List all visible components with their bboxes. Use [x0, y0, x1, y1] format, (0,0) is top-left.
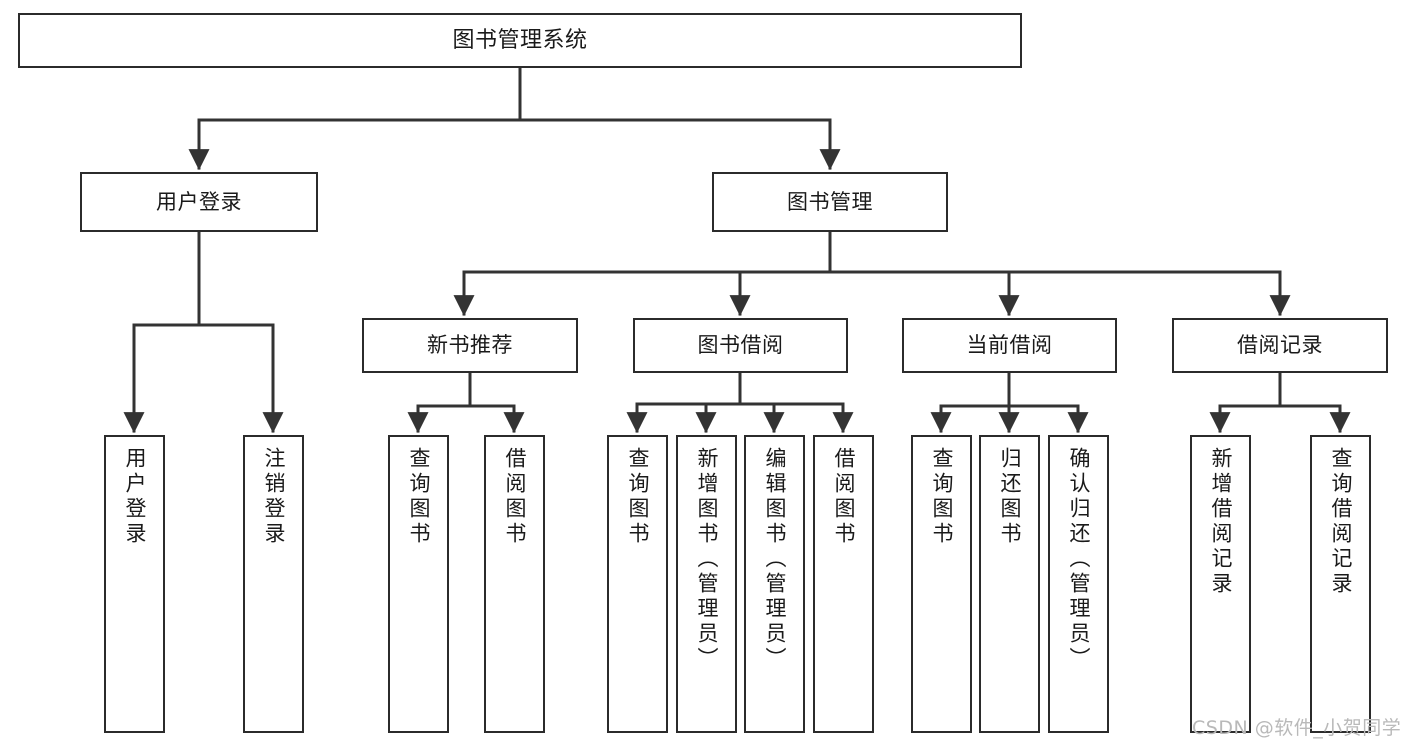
node-book-management-label: 图书管理 [787, 189, 873, 214]
node-book-management[interactable]: 图书管理 [712, 172, 948, 232]
leaf-book-borrow-edit[interactable]: 编辑图书（管理员） [744, 435, 805, 733]
leaf-current-borrow-query-label: 查询图书 [930, 447, 954, 547]
node-new-book-recommend[interactable]: 新书推荐 [362, 318, 578, 373]
leaf-borrow-record-add[interactable]: 新增借阅记录 [1190, 435, 1251, 733]
leaf-current-borrow-return-label: 归还图书 [998, 447, 1022, 547]
leaf-user-login-logout-label: 注销登录 [262, 447, 286, 547]
node-borrow-record[interactable]: 借阅记录 [1172, 318, 1388, 373]
node-user-login-label: 用户登录 [156, 189, 242, 214]
leaf-book-borrow-add-label: 新增图书（管理员） [695, 447, 719, 672]
node-root-system-label: 图书管理系统 [452, 27, 588, 53]
node-book-borrow-label: 图书借阅 [697, 333, 784, 358]
leaf-book-borrow-query[interactable]: 查询图书 [607, 435, 668, 733]
leaf-book-borrow-borrow[interactable]: 借阅图书 [813, 435, 874, 733]
leaf-user-login-logout[interactable]: 注销登录 [243, 435, 304, 733]
leaf-new-book-query[interactable]: 查询图书 [388, 435, 449, 733]
leaf-new-book-borrow-label: 借阅图书 [503, 447, 527, 547]
leaf-borrow-record-query-label: 查询借阅记录 [1329, 447, 1353, 597]
leaf-borrow-record-add-label: 新增借阅记录 [1209, 447, 1233, 597]
leaf-borrow-record-query[interactable]: 查询借阅记录 [1310, 435, 1371, 733]
leaf-book-borrow-borrow-label: 借阅图书 [832, 447, 856, 547]
leaf-current-borrow-confirm[interactable]: 确认归还（管理员） [1048, 435, 1109, 733]
leaf-book-borrow-add[interactable]: 新增图书（管理员） [676, 435, 737, 733]
node-current-borrow-label: 当前借阅 [966, 333, 1053, 358]
node-user-login[interactable]: 用户登录 [80, 172, 318, 232]
node-root-system[interactable]: 图书管理系统 [18, 13, 1022, 68]
leaf-new-book-query-label: 查询图书 [407, 447, 431, 547]
leaf-book-borrow-edit-label: 编辑图书（管理员） [763, 447, 787, 672]
leaf-user-login-login-label: 用户登录 [123, 447, 147, 547]
leaf-current-borrow-return[interactable]: 归还图书 [979, 435, 1040, 733]
leaf-book-borrow-query-label: 查询图书 [626, 447, 650, 547]
leaf-current-borrow-query[interactable]: 查询图书 [911, 435, 972, 733]
leaf-new-book-borrow[interactable]: 借阅图书 [484, 435, 545, 733]
csdn-watermark: CSDN @软件_小贺同学 [1192, 717, 1402, 739]
leaf-current-borrow-confirm-label: 确认归还（管理员） [1067, 447, 1091, 672]
node-book-borrow[interactable]: 图书借阅 [633, 318, 848, 373]
node-new-book-recommend-label: 新书推荐 [427, 333, 513, 358]
node-current-borrow[interactable]: 当前借阅 [902, 318, 1117, 373]
leaf-user-login-login[interactable]: 用户登录 [104, 435, 165, 733]
node-borrow-record-label: 借阅记录 [1237, 333, 1323, 358]
